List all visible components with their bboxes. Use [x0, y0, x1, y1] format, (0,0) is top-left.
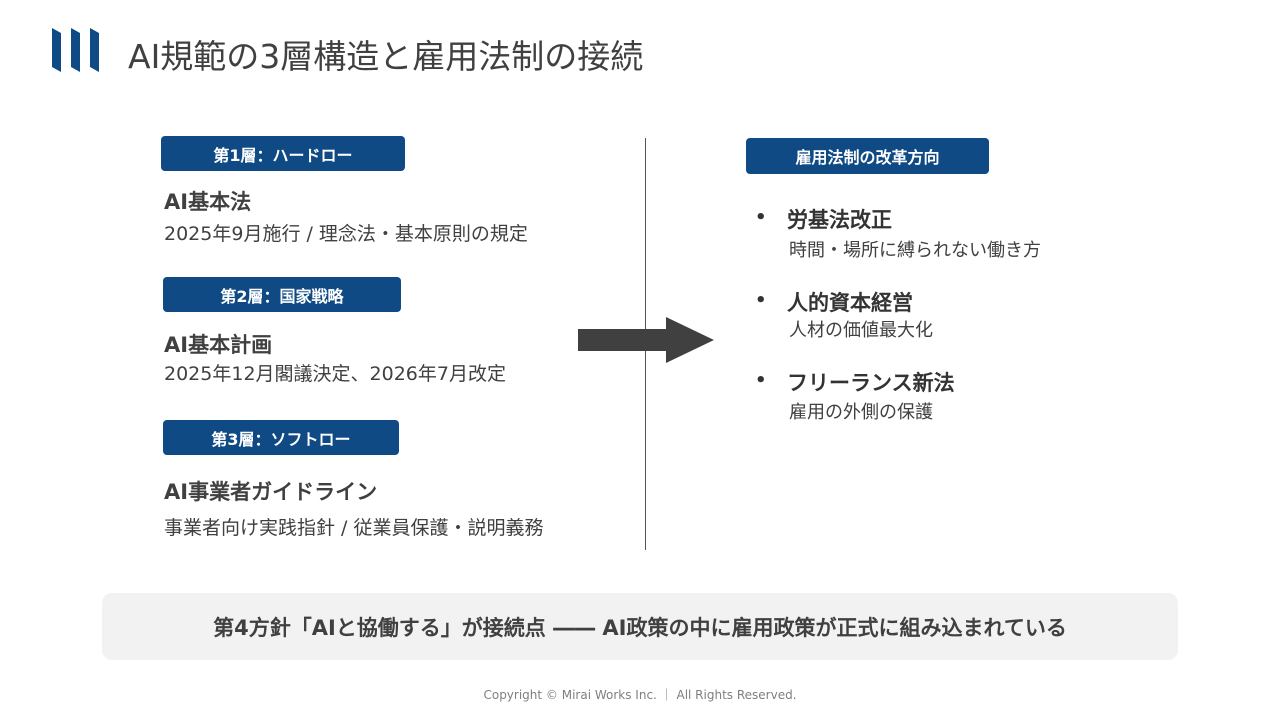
layer2-description: 2025年12月閣議決定、2026年7月改定: [164, 363, 506, 385]
layer3-description: 事業者向け実践指針 / 従業員保護・説明義務: [164, 517, 544, 539]
layer1-badge: 第1層：ハードロー: [161, 136, 405, 171]
layer3-badge: 第3層：ソフトロー: [163, 420, 399, 455]
bullet-marker: •: [755, 290, 767, 311]
reform-item-heading: フリーランス新法: [787, 371, 955, 395]
copyright-footer: Copyright © Mirai Works Inc. ｜ All Right…: [483, 688, 797, 702]
layer2-badge: 第2層：国家戦略: [163, 277, 401, 312]
reform-item-description: 人材の価値最大化: [789, 320, 933, 341]
right-arrow-icon: [578, 317, 714, 363]
reform-item-description: 雇用の外側の保護: [789, 402, 933, 423]
reform-item-heading: 労基法改正: [787, 208, 892, 232]
bullet-marker: •: [755, 370, 767, 391]
summary-banner: 第4方針「AIと協働する」が接続点 ―― AI政策の中に雇用政策が正式に組み込ま…: [102, 593, 1178, 660]
bullet-marker: •: [755, 207, 767, 228]
company-logo-icon: [52, 28, 99, 72]
reform-badge: 雇用法制の改革方向: [746, 138, 989, 174]
layer3-name: AI事業者ガイドライン: [164, 480, 378, 504]
page-title: AI規範の3層構造と雇用法制の接続: [128, 37, 644, 76]
reform-item-description: 時間・場所に縛られない働き方: [789, 240, 1041, 261]
layer1-name: AI基本法: [164, 190, 252, 214]
reform-item-heading: 人的資本経営: [787, 291, 913, 315]
layer2-name: AI基本計画: [164, 333, 273, 357]
layer1-description: 2025年9月施行 / 理念法・基本原則の規定: [164, 223, 528, 245]
